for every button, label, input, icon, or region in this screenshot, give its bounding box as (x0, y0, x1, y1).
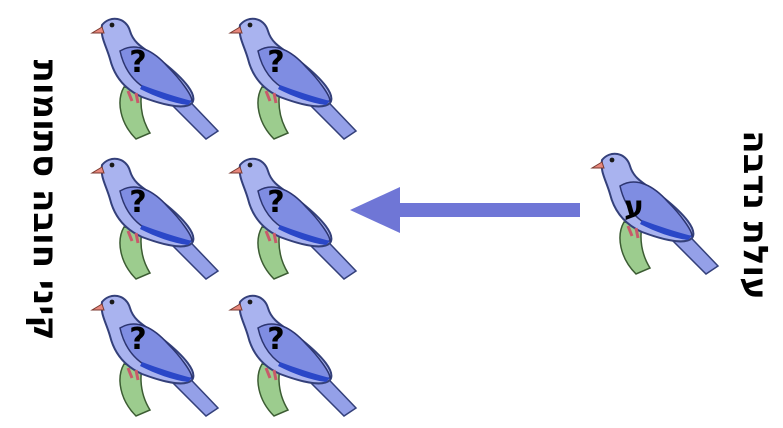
nests-label: קיני חובה סתומות (25, 59, 65, 341)
question-mark: ? (129, 322, 147, 357)
arrow-left-icon (350, 187, 580, 233)
dove-icon: ? (218, 282, 358, 422)
question-mark: ? (267, 45, 285, 80)
dove-icon: ? (218, 145, 358, 285)
dove-icon: ? (80, 145, 220, 285)
offering-label: עולת נדבה (735, 130, 775, 300)
ayin-mark: ע (624, 190, 644, 225)
question-mark: ? (129, 45, 147, 80)
question-mark: ? (129, 185, 147, 220)
question-mark: ? (267, 185, 285, 220)
dove-icon: ? (218, 5, 358, 145)
question-mark: ? (267, 322, 285, 357)
dove-icon: ? (80, 5, 220, 145)
dove-icon: ע (580, 140, 720, 280)
dove-icon: ? (80, 282, 220, 422)
